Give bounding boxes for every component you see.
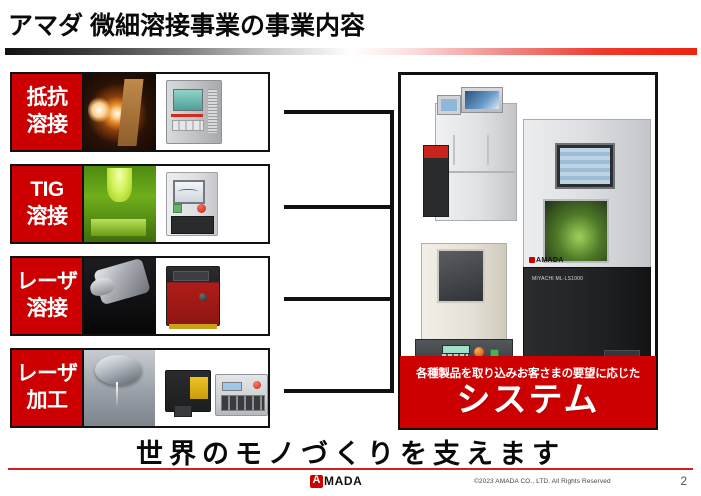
laser-welder-unit [166,266,220,329]
connector-line-row3 [284,297,394,301]
system-caption-subtitle: 各種製品を取り込みお客さまの要望に応じた [416,368,640,381]
amada-logo-text: MADA [324,474,363,488]
machine-display [442,345,470,354]
category-label-line2: 溶接 [26,113,69,136]
laser-source-unit [214,374,268,416]
amada-logo: MADA [310,474,362,488]
machine-amada-logo: AMADA [529,257,564,264]
machine-logo-text: AMADA [536,257,564,264]
category-label-laser-welding[interactable]: レーザ 溶接 [10,256,84,336]
category-row-laser-welding: レーザ 溶接 [10,256,270,336]
category-label-line1: TIG [30,178,64,202]
product-photo-box-laser-processing [84,348,270,428]
category-label-line2: 加工 [26,389,69,412]
machine-doors [453,135,489,165]
category-row-resistance-welding: 抵抗 溶接 [10,72,270,152]
tig-welding-green-photo [84,166,156,242]
machine-viewing-window [543,199,609,263]
machine-indicator-light [252,381,261,389]
resistance-welding-spark-photo [84,74,156,150]
amada-mark-icon [310,474,323,488]
machine-red-side-unit [423,145,449,217]
system-machine-beige-cabinet [415,243,513,371]
machine-base [169,324,217,329]
connector-line-row2 [284,205,394,209]
laser-marking-lens-photo [84,350,156,426]
category-label-laser-processing[interactable]: レーザ 加工 [10,348,84,428]
emergency-stop-icon [197,204,206,213]
category-row-tig-welding: TIG 溶接 [10,164,270,244]
emergency-stop-icon [474,347,484,357]
machine-vent [208,89,217,133]
connector-line-row1 [284,110,394,114]
machine-touchscreen [555,143,615,189]
system-machine-laser-welding-cell [423,87,517,221]
system-caption-box: 各種製品を取り込みお客さまの要望に応じた システム [400,356,656,428]
product-photo-box-laser-welding [84,256,270,336]
machine-display [173,180,205,204]
category-label-resistance-welding[interactable]: 抵抗 溶接 [10,72,84,152]
category-label-line1: 抵抗 [26,86,69,110]
category-label-line2: 溶接 [26,205,69,228]
tig-welding-power-supply [166,172,218,236]
machine-knob [199,293,207,301]
footer-divider-rule [8,468,693,470]
machine-model-label: MIYACHI ML-LS1000 [532,276,584,282]
connector-trunk-line [390,110,394,393]
laser-welding-head-photo [84,258,156,334]
machine-accent-stripe [171,114,203,117]
machine-button-row [172,120,204,131]
machine-display [173,89,203,111]
product-photo-box-resistance [84,72,270,152]
category-label-tig-welding[interactable]: TIG 溶接 [10,164,84,244]
machine-hmi-panel [437,95,461,115]
category-label-line1: レーザ [16,270,78,294]
category-label-line2: 溶接 [26,297,69,320]
page-number: 2 [680,474,687,488]
category-row-laser-processing: レーザ 加工 [10,348,270,428]
laser-scanner-head [165,370,211,417]
slide-tagline: 世界のモノづくりを支えます [136,439,565,469]
machine-top-panel [173,271,209,281]
scanner-lens [174,405,193,417]
machine-green-button [173,204,182,213]
system-caption-title: システム [456,381,600,420]
category-label-line1: レーザ [16,362,78,386]
amada-mark-icon [529,257,535,263]
machine-split-line [435,171,515,173]
product-photo-box-tig [84,164,270,244]
scanner-yellow-panel [189,377,208,399]
copyright-notice: ©2023 AMADA CO., LTD. All Rights Reserve… [474,478,611,485]
machine-lower-bay [171,216,214,234]
machine-viewing-window [437,249,485,303]
machine-air-grill [220,395,265,411]
title-divider-rule [5,48,697,55]
page-title: アマダ 微細溶接事業の事業内容 [8,12,365,40]
machine-monitor [461,87,503,113]
machine-display [221,382,242,391]
resistance-welding-power-supply [166,80,222,144]
connector-line-row4 [284,389,394,393]
